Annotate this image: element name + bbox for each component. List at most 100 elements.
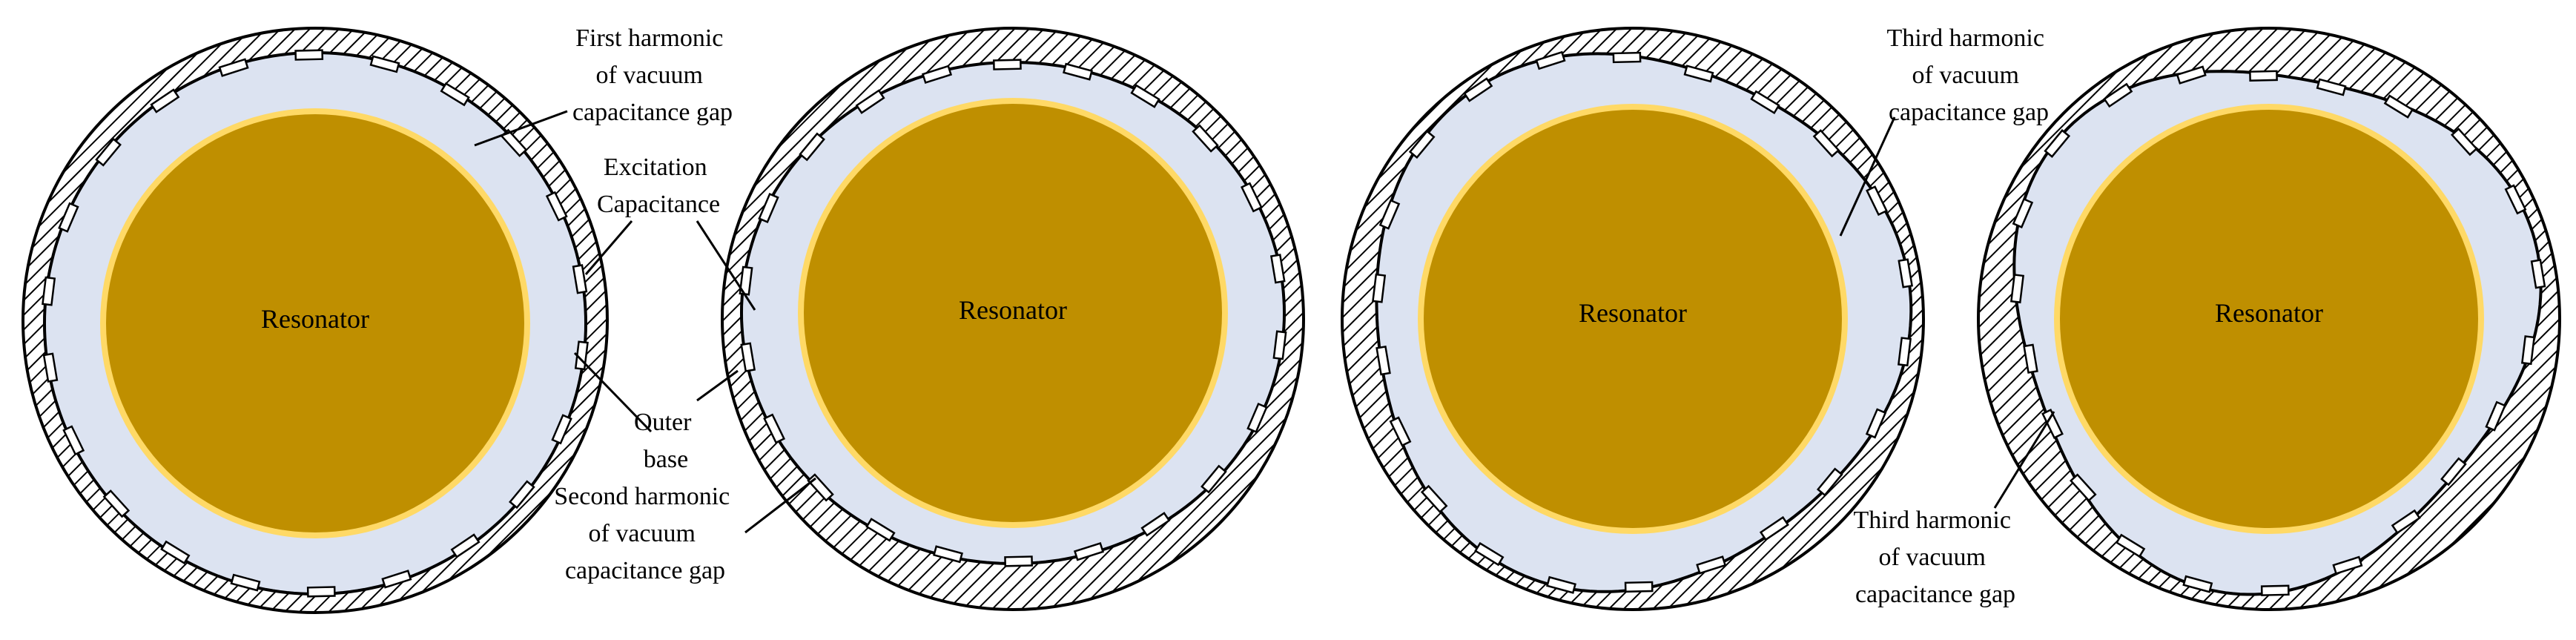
excitation-electrode [1463, 77, 1493, 102]
excitation-electrode [1130, 84, 1160, 108]
excitation-electrode [2023, 343, 2038, 374]
excitation-electrode [102, 489, 131, 518]
excitation-electrode [2520, 335, 2536, 366]
excitation-electrode [2069, 473, 2097, 502]
excitation-electrode [2332, 555, 2363, 575]
excitation-electrode [1408, 130, 1436, 159]
resonator-label: Resonator [959, 295, 1067, 325]
leader-third-harmonic-bottom [1993, 411, 2055, 509]
excitation-electrode [2012, 197, 2034, 228]
excitation-electrode [1420, 484, 1448, 514]
excitation-electrode [1474, 541, 1505, 567]
excitation-electrode [150, 88, 180, 113]
resonator-panel-third-harmonic-a: Resonator [1341, 27, 1925, 611]
excitation-electrode [758, 192, 779, 224]
excitation-electrode [1246, 402, 1268, 434]
excitation-electrode [450, 533, 480, 558]
label-excitation-capacitance: Excitation Capacitance [597, 154, 720, 218]
excitation-electrode [369, 55, 400, 73]
resonator-panel-second-harmonic: Resonator [721, 27, 1305, 611]
leader-second-harmonic [744, 477, 816, 534]
excitation-electrode [1812, 129, 1840, 158]
resonator-body [106, 114, 524, 532]
excitation-electrode [1240, 182, 1263, 213]
leader-outer-base-right [696, 369, 739, 402]
resonator-panel-first-harmonic: Resonator [22, 27, 609, 614]
excitation-electrode [58, 202, 79, 233]
excitation-electrode [509, 480, 535, 509]
excitation-electrode [1816, 467, 1843, 497]
excitation-electrode [572, 264, 588, 294]
resonator-label: Resonator [2215, 298, 2323, 328]
excitation-electrode [42, 276, 56, 306]
excitation-electrode [1897, 337, 1912, 367]
excitation-electrode [1866, 185, 1888, 217]
excitation-electrode [933, 545, 963, 564]
excitation-electrode [763, 413, 786, 444]
leader-lines [474, 110, 2055, 534]
leader-first-harmonic [474, 110, 568, 147]
excitation-electrode [381, 570, 412, 589]
resonator-body [2060, 110, 2478, 528]
excitation-electrode [42, 352, 59, 383]
excitation-electrode [1759, 515, 1789, 541]
excitation-electrode [2115, 533, 2146, 558]
label-first-harmonic: First harmonic of vacuum capacitance gap [572, 24, 733, 126]
excitation-electrode [2249, 70, 2278, 82]
resonator-label: Resonator [261, 304, 369, 334]
excitation-electrode [1073, 541, 1105, 561]
excitation-electrode [1201, 464, 1227, 494]
excitation-electrode [1272, 330, 1287, 360]
excitation-electrode [160, 540, 191, 565]
excitation-electrode [1624, 581, 1654, 593]
excitation-electrode [2103, 82, 2133, 108]
excitation-electrode [1546, 575, 1576, 594]
excitation-electrode [1375, 346, 1391, 376]
label-third-harmonic-top: Third harmonic of vacuum capacitance gap [1887, 24, 2051, 126]
label-second-harmonic: Second harmonic of vacuum capacitance ga… [554, 483, 736, 584]
excitation-electrode [2260, 584, 2290, 596]
excitation-electrode [218, 58, 249, 77]
excitation-electrode [992, 59, 1022, 70]
excitation-electrode [1750, 90, 1780, 115]
excitation-electrode [2450, 128, 2478, 156]
leader-third-harmonic-top [1839, 116, 1896, 237]
excitation-electrode [1696, 555, 1727, 575]
excitation-electrode [2041, 409, 2064, 439]
excitation-electrode [2530, 259, 2546, 289]
resonator-panel-third-harmonic-b: Resonator [1977, 27, 2561, 611]
excitation-electrode [2176, 65, 2207, 85]
excitation-electrode [1140, 512, 1171, 537]
excitation-electrode [1372, 273, 1387, 303]
excitation-electrode [1192, 124, 1219, 153]
excitation-electrode [2182, 575, 2213, 593]
excitation-electrode [1535, 50, 1566, 70]
resonator-body [804, 104, 1222, 522]
excitation-electrode [2383, 94, 2414, 119]
excitation-electrode [230, 573, 261, 592]
excitation-electrode [440, 82, 470, 107]
excitation-electrode [2504, 184, 2527, 215]
excitation-electrode [2044, 129, 2071, 158]
excitation-electrode [1063, 62, 1093, 81]
excitation-electrode [306, 586, 336, 598]
excitation-electrode [865, 518, 896, 542]
excitation-electrode [2440, 457, 2467, 486]
excitation-electrode [1389, 416, 1412, 447]
leader-outer-base-left [573, 352, 653, 433]
excitation-electrode [2485, 400, 2506, 432]
excitation-electrode [1004, 555, 1034, 567]
excitation-electrode [1683, 65, 1714, 83]
excitation-electrode [545, 191, 568, 222]
excitation-electrode [807, 473, 834, 502]
leader-excitation-left [584, 220, 633, 275]
label-outer-base: Outer base [634, 409, 698, 473]
excitation-electrode [1612, 51, 1642, 64]
excitation-electrode [1269, 254, 1286, 284]
excitation-electrode [799, 132, 825, 162]
excitation-electrode [2391, 509, 2421, 535]
excitation-electrode [294, 49, 324, 61]
label-third-harmonic-bottom: Third harmonic of vacuum capacitance gap [1854, 507, 2018, 608]
excitation-electrode [1378, 199, 1401, 230]
